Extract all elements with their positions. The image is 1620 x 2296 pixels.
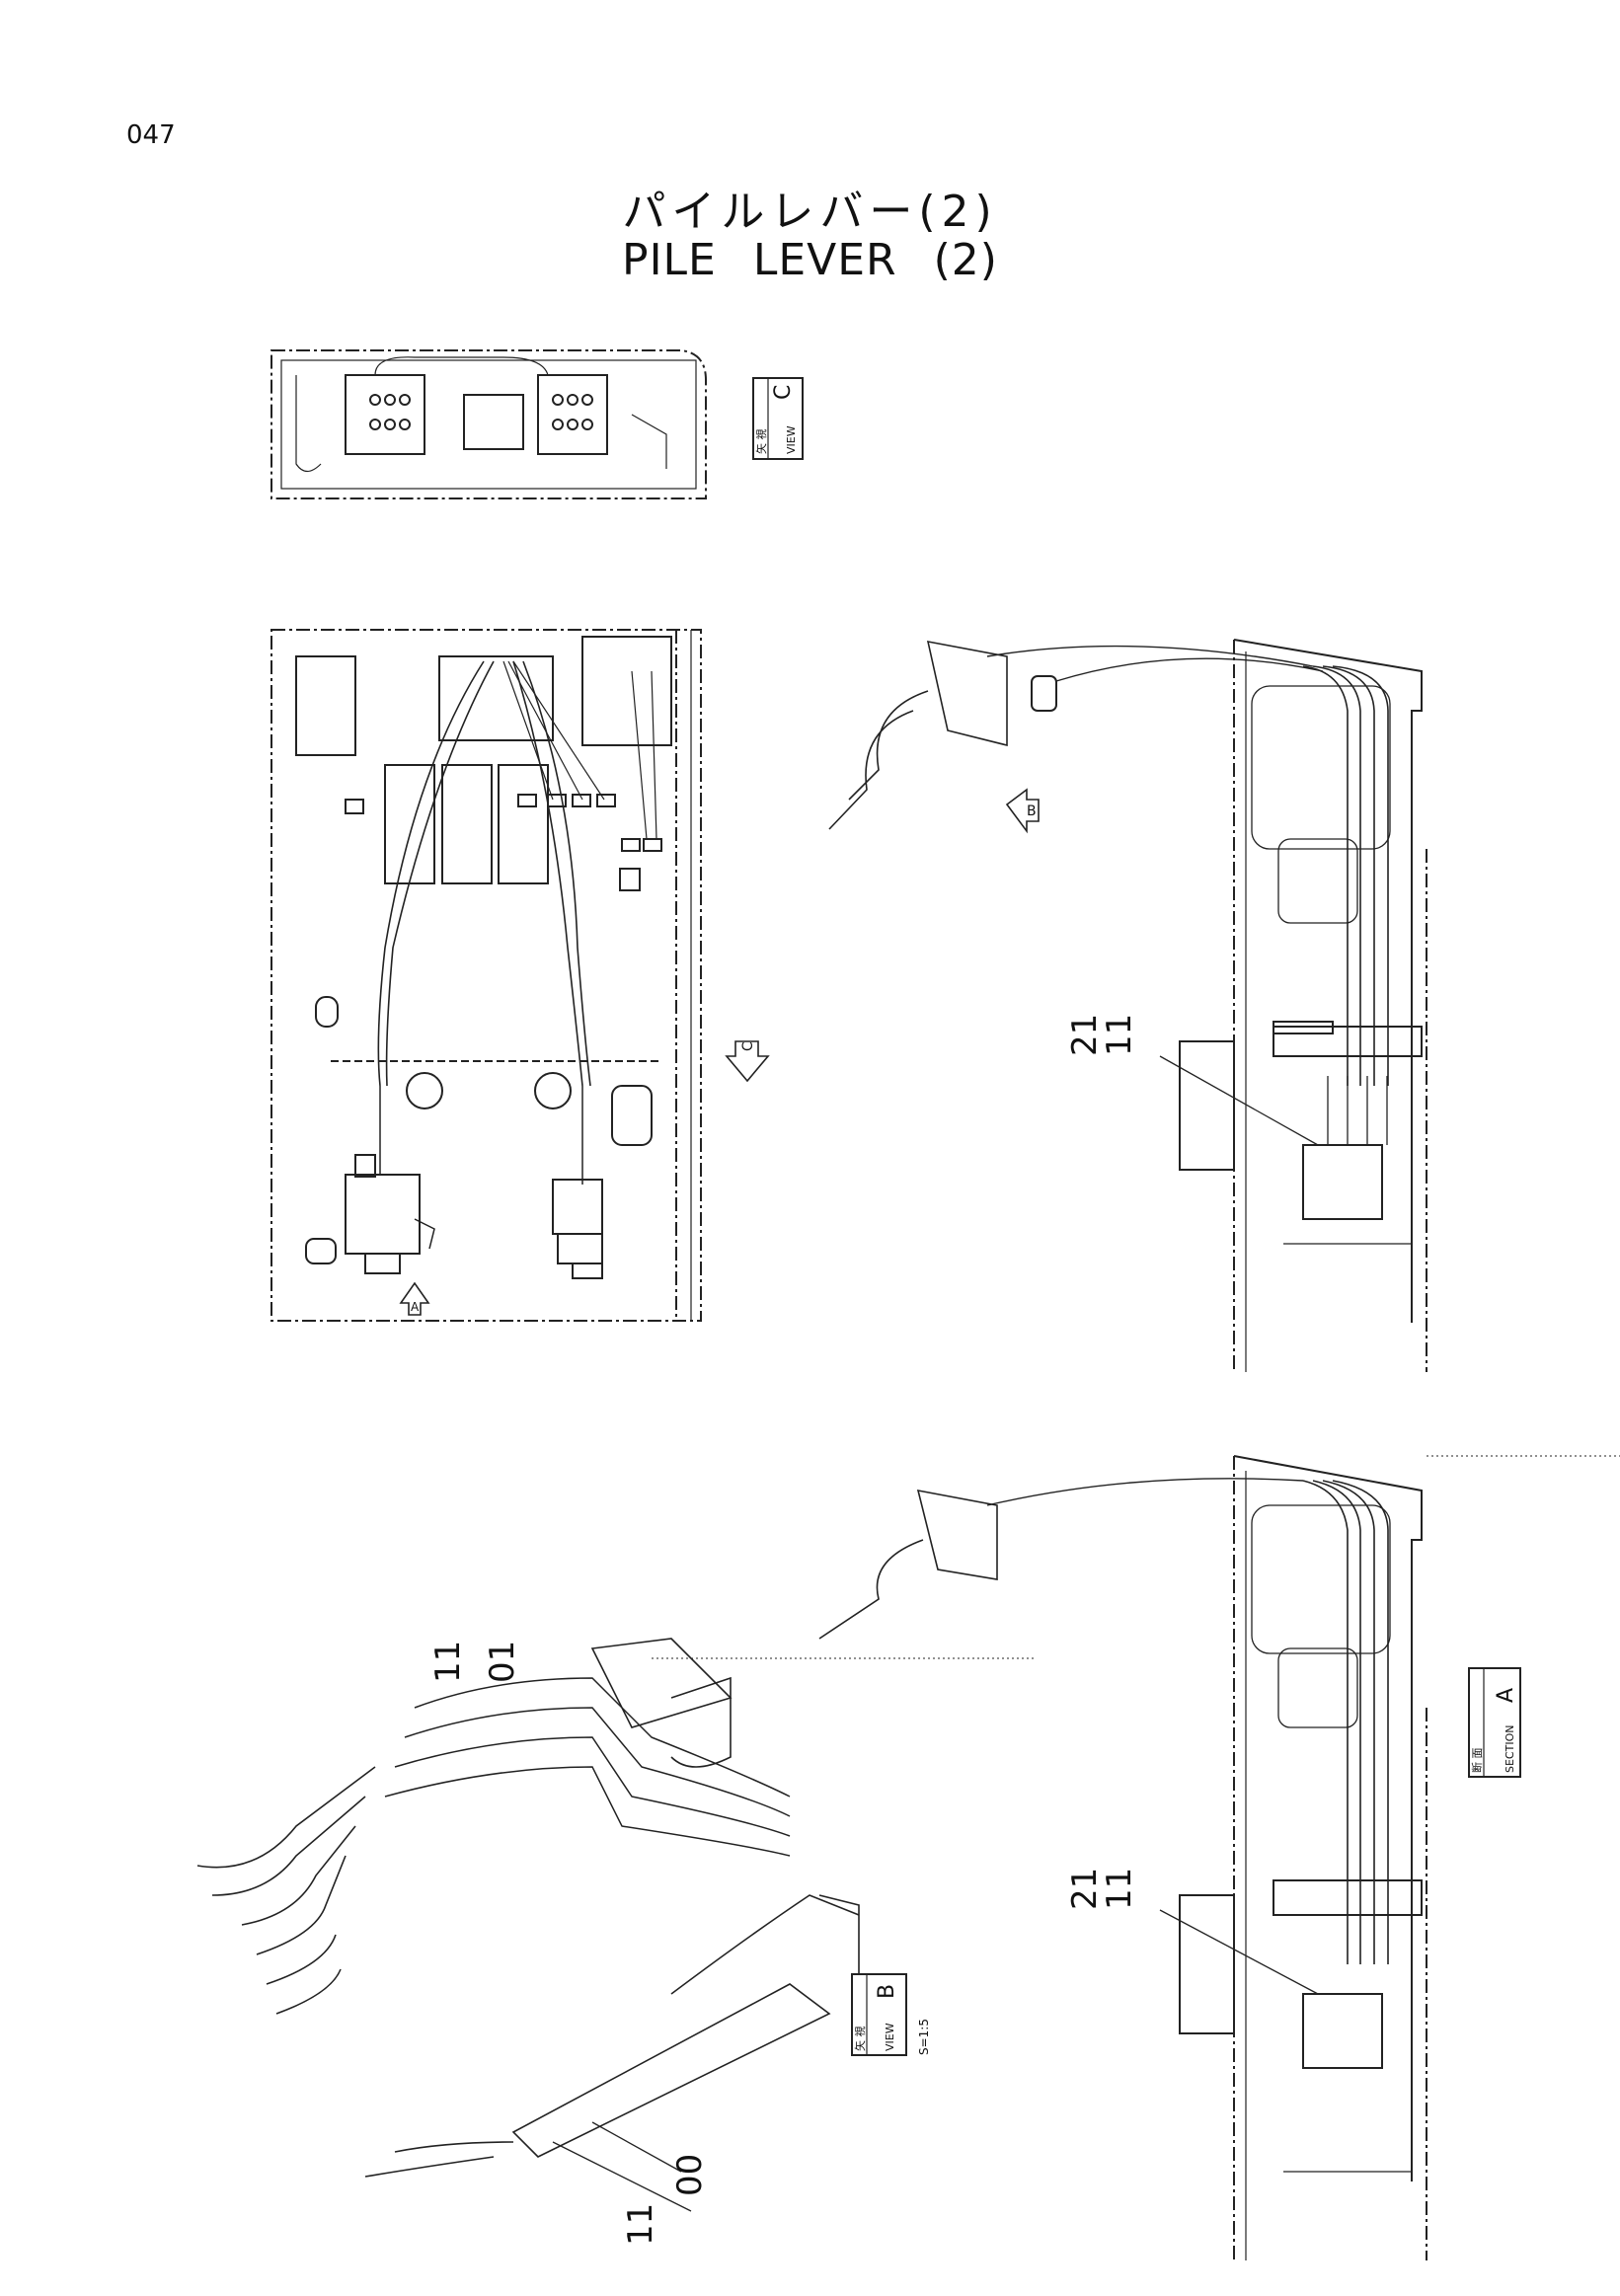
view-c-label-text: VIEW [785,425,798,454]
view-c-letter: C [771,385,796,400]
view-b-letter: B [875,1984,899,1999]
section-a-label-jp: 断 面 [1470,1748,1484,1774]
view-arrow-a [399,1281,430,1316]
part-number-11-lower: 11 [1100,1868,1139,1910]
view-c-label-jp: 矢 視 [754,429,768,455]
page-title-japanese: パイルレバー(2) [622,187,998,237]
page-number: 047 [126,120,176,150]
arrow-b-letter: B [1027,804,1037,819]
plan-view-panel [270,629,702,1322]
view-arrow-c [725,1040,770,1083]
lower-right-section [818,1455,1620,2260]
part-number-00-view-b: 00 [670,2154,710,2196]
section-a-label [1468,1667,1521,1778]
page-title-english: PILE LEVER (2) [622,235,998,285]
part-number-11-view-b-lower: 11 [621,2203,660,2246]
view-c-label [752,377,804,460]
view-b-label-text: VIEW [884,2023,896,2051]
arrow-c-letter: C [740,1041,756,1051]
view-b-label-jp: 矢 視 [853,2027,867,2052]
view-c-panel [270,349,707,499]
part-number-11-view-b-upper: 11 [428,1641,468,1683]
section-a-label-text: SECTION [1504,1725,1516,1773]
part-number-01-view-b: 01 [483,1641,522,1683]
view-arrow-b [1005,788,1040,834]
part-number-21-lower: 21 [1065,1868,1105,1910]
arrow-a-letter: A [411,1300,420,1314]
part-number-11-upper: 11 [1100,1014,1139,1056]
part-number-21-upper: 21 [1065,1014,1105,1056]
view-b-detail [196,1638,1037,2212]
drawing-labels: VIEW 矢 視 C VIEW 矢 視 B S=1:5 SECTION 断 面 … [411,385,1518,2246]
upper-right-section [828,639,1427,1372]
view-b-label [851,1973,907,2056]
view-b-scale: S=1:5 [917,2019,931,2055]
section-a-letter: A [1494,1688,1518,1703]
